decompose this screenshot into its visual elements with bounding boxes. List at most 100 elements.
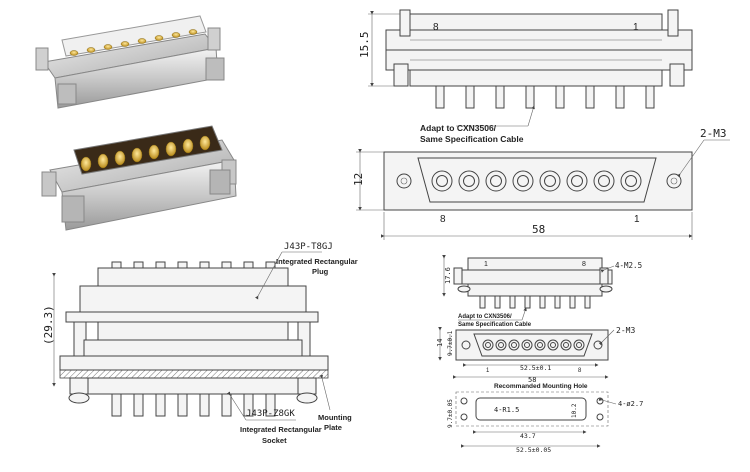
mounting-hole-title: Recommanded Mounting Hole [494,383,588,390]
face-pin-ring [485,170,507,192]
side-pin-tail [495,85,505,109]
side-pin-tail [465,85,475,109]
plug-photo-pin [103,44,113,50]
assembly-bottom-pin [155,393,166,417]
socket-photo-pin [114,150,126,166]
small-face-pin-core [576,342,582,348]
small-face-pin-ring [547,339,559,351]
assembly-bottom-pin [265,393,276,417]
face-pin-core [490,175,502,187]
assembly-bottom-pin [243,393,254,417]
small-callout-line1: Adapt to CXN3506/ [458,314,512,320]
small-face-pin-ring [495,339,507,351]
side-callout-line2: Same Specification Cable [420,134,524,144]
assembly-bottom-pin [199,393,210,417]
plug-photo-pin [154,35,164,41]
socket-photo-pin [80,156,92,172]
small-pin-tail [479,295,486,309]
small-face-pin-ring [534,339,546,351]
socket-photo-pin [97,153,109,169]
face-pin-ring [512,170,534,192]
small-hole-label: 4-M2.5 [615,261,642,270]
small-callout-line2: Same Specification Cable [458,322,532,328]
small-face-hole-label: 2-M3 [616,326,635,335]
side-pin-tail [525,85,535,109]
assembly-bottom-pin [111,393,122,417]
small-face-width: 58 [528,376,536,384]
small-face-pin-core [537,342,543,348]
small-pin-tail [509,295,516,309]
face-pin-ring [593,170,615,192]
small-face-pitch: 52.5±0.1 [520,364,551,372]
plug-photo-pin [86,47,96,53]
plug-name-line1: Integrated Rectangular [276,257,358,266]
side-callout-line1: Adapt to CXN3506/ [420,123,497,133]
plug-photo-pin [120,41,130,47]
side-pin-right: 1 [633,22,639,33]
face-pin-core [571,175,583,187]
small-face-pin-core [498,342,504,348]
small-face-height: 14 [436,339,444,347]
small-pin-right: 8 [582,261,586,268]
socket-photo-pin [165,141,177,157]
small-pin-tail [554,295,561,309]
face-pin-core [517,175,529,187]
plug-photo-pin [137,38,147,44]
small-face-pin-ring [508,339,520,351]
face-width-dim: 58 [532,223,545,236]
side-pin-tail [645,85,655,109]
small-face-pin-core [524,342,530,348]
socket-code: J43P-Z8GK [246,409,295,419]
mount-width-dim: 52.5±0.05 [516,446,551,454]
face-pin-core [463,175,475,187]
side-pin-tail [585,85,595,109]
small-face-view: 2-M3 14 9.7±0.1 52.5±0.1 58 1 8 [436,326,635,384]
socket-photo-pin [131,147,143,163]
small-face-inner-height: 9.7±0.1 [447,330,454,356]
mount-hole-label: 4-ø2.7 [618,400,643,408]
socket-photo-pin [148,144,160,160]
small-pin-left: 1 [484,261,488,268]
small-face-pin-ring [521,339,533,351]
side-pin-tail [615,85,625,109]
socket-name-line2: Socket [262,436,287,445]
small-height-dim: 17.6 [444,267,452,284]
side-pin-left: 8 [433,22,439,33]
product-photo-socket [41,125,237,231]
small-pin-tail [494,295,501,309]
small-face-pin-left: 1 [486,368,490,374]
side-pin-tail [435,85,445,109]
face-pin-right: 1 [634,214,640,225]
plug-photo-pin [171,32,181,38]
mount-radius-label: 4-R1.5 [494,406,519,414]
face-pin-left: 8 [440,214,446,225]
socket-name-line1: Integrated Rectangular [240,425,322,434]
small-socket-side-view: 1 8 17.6 4-M2.5 Adapt to CXN3506/ Same S… [442,255,642,328]
assembly-bottom-pin [221,393,232,417]
mount-height-dim: 9.7±0.05 [447,399,454,428]
side-height-dim: 15.5 [358,32,371,59]
small-pin-tail [539,295,546,309]
assembly-view: (29.3) J43P-T8GJ Integrated Rectangular … [42,242,358,445]
small-face-pin-core [511,342,517,348]
side-pin-tail [555,85,565,109]
small-face-pin-ring [573,339,585,351]
face-pin-ring [566,170,588,192]
small-face-pin-core [550,342,556,348]
mount-cut-width: 43.7 [520,432,536,440]
face-pin-ring [458,170,480,192]
face-pin-ring [539,170,561,192]
assembly-height-dim: (29.3) [42,305,55,345]
face-pin-core [625,175,637,187]
small-pin-tail [524,295,531,309]
face-pin-core [544,175,556,187]
plate-line2: Plate [324,423,342,432]
face-pin-ring [431,170,453,192]
small-pin-tail [584,295,591,309]
face-pin-core [598,175,610,187]
plug-code: J43P-T8GJ [284,242,333,252]
small-face-pin-core [563,342,569,348]
plug-photo-pin [188,29,198,35]
small-face-pin-ring [482,339,494,351]
